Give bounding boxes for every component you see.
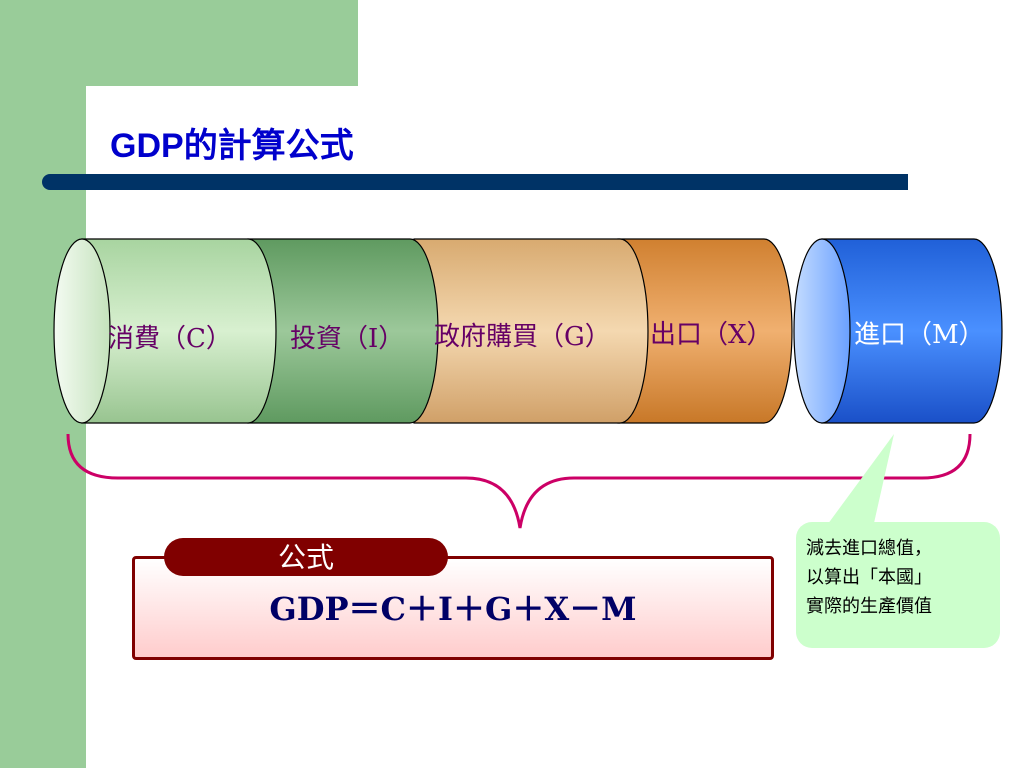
top-background-block (86, 0, 358, 86)
slide-title-latin: GDP (110, 127, 184, 165)
segment-government-body (413, 238, 649, 424)
callout-line: 減去進口總值， (806, 538, 932, 559)
formula-expression: GDP＝C＋I＋G＋X－M (269, 590, 637, 628)
segment-export-body (617, 238, 793, 424)
formula-box (132, 556, 774, 660)
label-government: 政府購買（G） (434, 322, 611, 352)
label-export: 出口（X） (650, 320, 773, 350)
callout-line: 實際的生產價值 (806, 596, 932, 617)
callout-line: 以算出「本國」 (806, 567, 932, 588)
slide-title: GDP的計算公式 (110, 118, 354, 167)
segment-import-body (821, 238, 1003, 424)
cylinder-front-face (53, 238, 111, 424)
segment-investment-body (247, 238, 439, 424)
sum-brace (66, 433, 972, 529)
import-callout (796, 522, 1000, 648)
import-callout-text: 減去進口總值， 以算出「本國」 實際的生產價值 (806, 534, 996, 621)
label-import: 進口（M） (854, 320, 985, 350)
formula-tab (164, 538, 448, 576)
label-investment: 投資（I） (290, 324, 405, 354)
segment-consumption-body (81, 238, 277, 424)
label-consumption: 消費（C） (108, 324, 232, 354)
formula-tab-label: 公式 (277, 541, 334, 574)
title-underline-bar (42, 174, 908, 190)
slide-title-rest: 的計算公式 (183, 126, 354, 166)
import-front-face (793, 238, 851, 424)
callout-pointer (822, 434, 894, 532)
